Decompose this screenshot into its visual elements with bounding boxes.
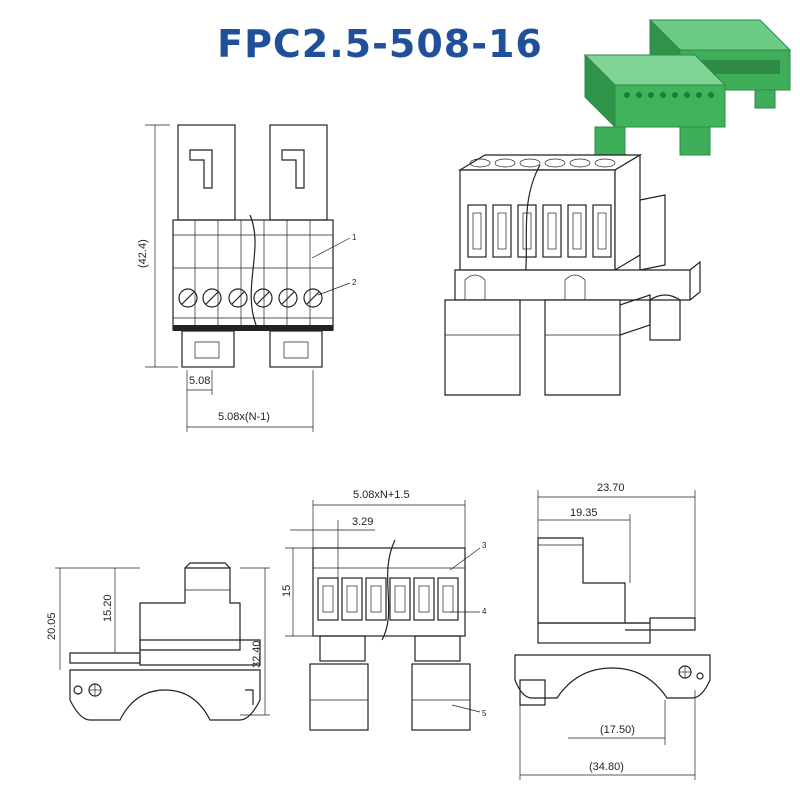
- side-view-drawing: [55, 562, 270, 721]
- dim-side-height: 20.05: [46, 612, 58, 640]
- dim-end-base-inner: (17.50): [600, 724, 635, 736]
- isometric-view-drawing: [444, 153, 701, 396]
- dim-pitch-n: 5.08x(N-1): [218, 411, 270, 423]
- product-title: FPC2.5-508-16: [217, 22, 543, 66]
- product-photo: [583, 18, 792, 156]
- dim-end-width: 23.70: [597, 482, 625, 494]
- dim-front-height: 15: [281, 585, 293, 597]
- callout-5-front: 5: [482, 709, 487, 718]
- callout-3-front: 3: [482, 541, 487, 550]
- dim-end-base-total: (34.80): [589, 761, 624, 773]
- end-view-drawing: [514, 490, 711, 780]
- dim-side-height-total: 32.40: [251, 640, 263, 668]
- callout-4-front: 4: [482, 607, 487, 616]
- dim-side-height-inner: 15.20: [102, 594, 114, 622]
- callout-2-top: 2: [352, 278, 357, 287]
- dim-end-width-inner: 19.35: [570, 507, 598, 519]
- front-view-drawing: [285, 500, 481, 731]
- dim-front-width: 5.08xN+1.5: [353, 489, 410, 501]
- dim-pitch: 5.08: [189, 375, 210, 387]
- top-view-drawing: [145, 124, 351, 432]
- callout-1-top: 1: [352, 233, 357, 242]
- dim-front-pitch: 3.29: [352, 516, 373, 528]
- dim-height-total: (42.4): [137, 239, 149, 268]
